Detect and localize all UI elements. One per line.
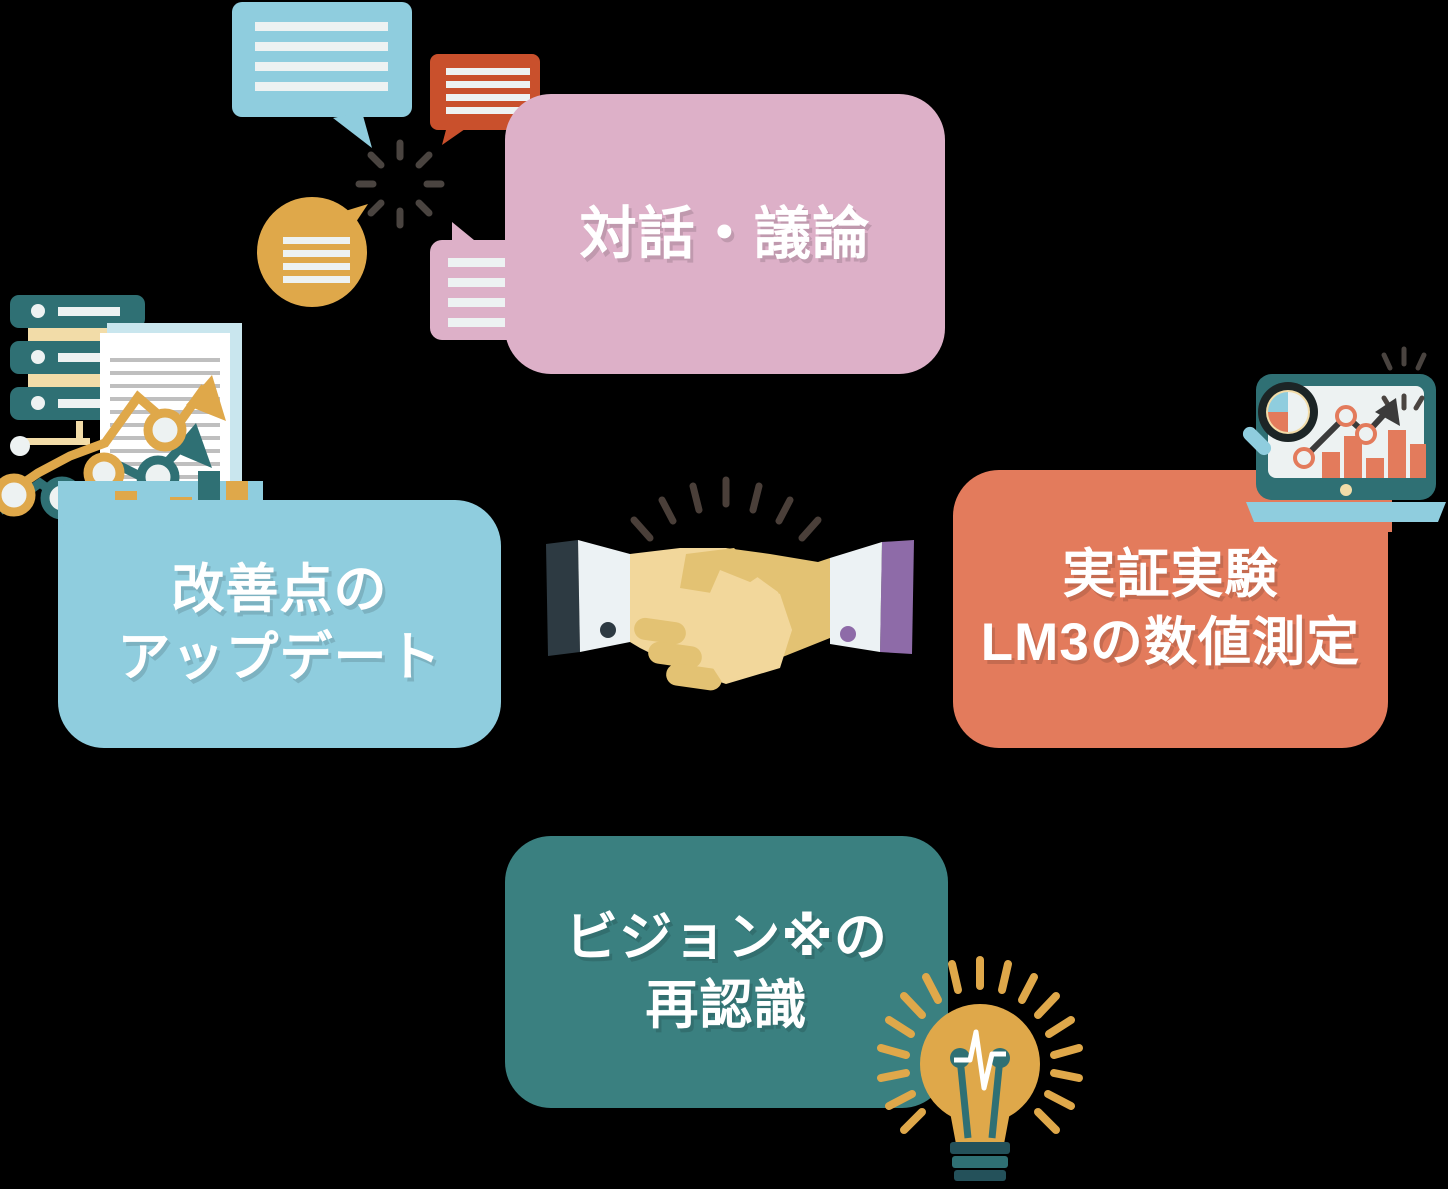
laptop-analytics-icon <box>1232 342 1448 532</box>
screen-dot-3 <box>1355 423 1377 445</box>
card-experiment-label: 実証実験 LM3の数値測定 <box>980 545 1361 672</box>
cuff-left <box>578 540 630 652</box>
lightbulb-icon <box>872 952 1092 1184</box>
card-update[interactable]: 改善点の アップデート <box>58 500 501 748</box>
lightbulb-svg <box>877 956 1083 1181</box>
trend-dot-gold-3 <box>143 408 187 452</box>
cuff-button-right <box>840 626 856 642</box>
screen-dot-2 <box>1335 405 1357 427</box>
card-vision-label: ビジョン※の 再認識 <box>565 908 888 1035</box>
sleeve-right <box>880 540 914 654</box>
bulb-neck <box>950 1112 1010 1144</box>
cuff-right <box>830 542 882 652</box>
screen-trend-line <box>1301 405 1393 461</box>
cuff-button-left <box>600 622 616 638</box>
handshake-sparkle <box>630 476 822 542</box>
bulb-filament <box>956 1057 1004 1139</box>
pie-slice-1 <box>1288 392 1308 412</box>
trend-arrow-gold <box>186 375 226 421</box>
laptop-analytics-svg <box>1232 346 1446 532</box>
pie-slice-2 <box>1288 412 1308 432</box>
fingers <box>634 617 722 691</box>
speech-bubble-brick <box>430 54 540 145</box>
bulb-base <box>950 1142 1010 1181</box>
laptop-sparkle <box>1381 346 1427 371</box>
card-vision[interactable]: ビジョン※の 再認識 <box>505 836 948 1108</box>
screen-trend-arrow <box>1375 398 1400 426</box>
trend-dot-gold-1 <box>0 473 36 517</box>
magnifier-handle <box>1242 426 1272 456</box>
handshake-svg <box>546 476 914 691</box>
speech-bubble-gold <box>257 197 368 307</box>
laptop-base <box>1246 502 1446 522</box>
screen-dot-1 <box>1293 447 1315 469</box>
bulb-rays <box>877 956 1083 1134</box>
card-dialogue[interactable]: 対話・議論 <box>505 94 945 374</box>
handshake-icon <box>530 462 930 712</box>
card-update-label: 改善点の アップデート <box>117 560 442 687</box>
bulb-pulse-line <box>954 1029 1006 1091</box>
pie-slice-4 <box>1268 412 1288 432</box>
starburst-icon <box>355 139 445 229</box>
speech-bubble-blue <box>232 2 412 148</box>
card-dialogue-label: 対話・議論 <box>579 201 871 266</box>
trend-arrow-teal <box>172 423 212 468</box>
pie-slice-3 <box>1268 392 1288 412</box>
sleeve-left <box>546 540 580 656</box>
laptop-trackpad-dot <box>1340 484 1352 496</box>
screen-bar-chart <box>1322 430 1426 478</box>
hand-left-front <box>700 570 792 682</box>
